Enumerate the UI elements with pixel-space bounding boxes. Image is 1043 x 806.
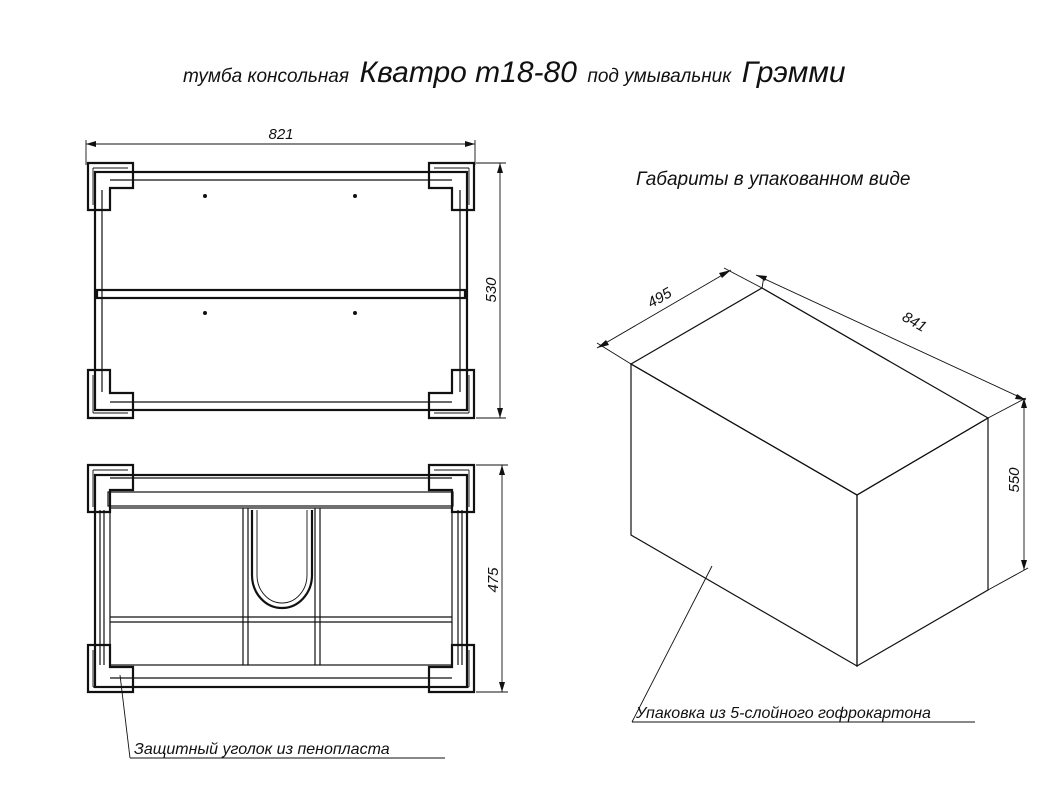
top-view-divider bbox=[95, 288, 467, 300]
box-top-face bbox=[629, 287, 990, 496]
corner-protector bbox=[427, 161, 476, 212]
box-side-face bbox=[856, 416, 989, 668]
corner-protector bbox=[427, 643, 476, 694]
front-view-top bbox=[107, 491, 454, 507]
mount-hole bbox=[353, 194, 357, 198]
corner-protector bbox=[86, 463, 135, 514]
top-view-outline bbox=[93, 170, 469, 412]
dimension-box-width: 841 bbox=[899, 308, 929, 335]
mount-hole bbox=[203, 311, 207, 315]
callout-corner-protector: Защитный уголок из пенопласта bbox=[134, 741, 390, 758]
callout-leader bbox=[631, 565, 713, 723]
corner-protector bbox=[427, 463, 476, 514]
top-view: 821 530 bbox=[85, 126, 506, 420]
dimension-front-height: 475 bbox=[485, 567, 502, 593]
corner-protector bbox=[86, 368, 135, 420]
mount-hole bbox=[353, 311, 357, 315]
title-text: тумба консольная Кватро т18-80 под умыва… bbox=[183, 56, 846, 89]
front-view-outline bbox=[93, 473, 469, 689]
packaged-box: Габариты в упакованном виде 495 841 550 … bbox=[596, 169, 1029, 723]
box-front-face bbox=[630, 362, 858, 668]
callout-packaging: Упаковка из 5-слойного гофрокартона bbox=[635, 705, 931, 722]
front-view: 475 Защитный уголок из пенопласта bbox=[86, 463, 508, 759]
corner-protector bbox=[86, 161, 135, 212]
corner-protector bbox=[427, 368, 476, 420]
callout-leader bbox=[119, 674, 131, 759]
packaged-heading: Габариты в упакованном виде bbox=[636, 169, 910, 190]
siphon-cutout bbox=[250, 510, 314, 610]
dimension-box-depth: 495 bbox=[645, 284, 676, 312]
dimension-top-height: 530 bbox=[483, 277, 500, 303]
dimension-box-height: 550 bbox=[1006, 467, 1023, 493]
mount-hole bbox=[203, 194, 207, 198]
corner-protector bbox=[86, 643, 135, 694]
dimension-top-width: 821 bbox=[268, 126, 293, 143]
